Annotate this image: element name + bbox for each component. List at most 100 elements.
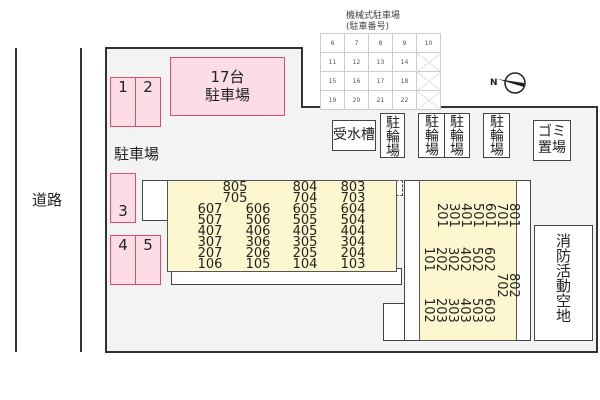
unit-106: 106 xyxy=(197,257,223,272)
unit-702: 702 xyxy=(494,273,509,298)
unit-504: 504 xyxy=(340,213,366,228)
parking-space-3: 3 xyxy=(110,173,136,223)
mech-slot: 12 xyxy=(344,52,369,72)
unit-104: 104 xyxy=(292,257,318,272)
parking-space-4: 4 xyxy=(110,235,136,285)
building-right-left-strip xyxy=(404,180,420,341)
bicycle-label: 駐輪場 xyxy=(448,114,464,156)
unit-607: 607 xyxy=(197,202,223,217)
space-number: 5 xyxy=(143,236,153,254)
garbage-area: ゴミ置場 xyxy=(533,120,571,161)
unit-101: 101 xyxy=(421,247,436,272)
mech-slot: 17 xyxy=(368,71,393,91)
road-edge-left xyxy=(15,48,17,352)
unit-606: 606 xyxy=(245,202,271,217)
mech-slot: 16 xyxy=(344,71,369,91)
parking-space-2: 2 xyxy=(135,77,161,127)
entrance-box xyxy=(142,180,169,221)
mech-slot-unavailable xyxy=(416,71,441,91)
road-edge-right xyxy=(80,48,82,352)
unit-803: 803 xyxy=(340,180,366,195)
unit-704: 704 xyxy=(292,191,318,206)
space-number: 1 xyxy=(118,78,128,96)
mech-slot: 6 xyxy=(320,33,345,53)
bicycle-label: 駐輪場 xyxy=(384,114,400,157)
bicycle-label: 駐輪場 xyxy=(423,114,439,156)
unit-305: 305 xyxy=(292,235,318,250)
garbage-label: ゴミ置場 xyxy=(538,124,566,156)
bicycle-parking-2: 駐輪場 xyxy=(418,113,445,158)
unit-406: 406 xyxy=(245,224,271,239)
mech-slot: 8 xyxy=(368,33,393,53)
bicycle-parking-4: 駐輪場 xyxy=(483,113,510,158)
stair-dots xyxy=(396,180,403,196)
mech-slot: 15 xyxy=(320,71,345,91)
mech-parking-subtitle: (駐車番号) xyxy=(346,22,390,32)
bicycle-parking-1: 駐輪場 xyxy=(380,113,405,158)
mech-slot: 20 xyxy=(344,90,369,110)
bicycle-parking-3: 駐輪場 xyxy=(444,113,470,158)
unit-506: 506 xyxy=(245,213,271,228)
fire-activity-space: 消防活動空地 xyxy=(534,225,593,341)
fire-space-label: 消防活動空地 xyxy=(554,233,572,323)
unit-304: 304 xyxy=(340,235,366,250)
mech-slot: 9 xyxy=(392,33,417,53)
unit-207: 207 xyxy=(197,246,223,261)
unit-804: 804 xyxy=(292,180,318,195)
mech-parking-title: 機械式駐車場 xyxy=(346,11,401,21)
small-structure xyxy=(383,303,405,341)
mech-slot: 22 xyxy=(392,90,417,110)
parking-label: 駐車場 xyxy=(114,145,160,163)
water-tank-label: 受水槽 xyxy=(333,127,375,143)
lot-capacity: 17台 xyxy=(210,68,245,86)
mech-slot: 11 xyxy=(320,52,345,72)
unit-102: 102 xyxy=(421,298,436,323)
parking-space-1: 1 xyxy=(110,77,136,127)
water-tank: 受水槽 xyxy=(332,120,376,151)
building-left xyxy=(167,180,397,272)
unit-805: 805 xyxy=(222,180,248,195)
unit-201: 201 xyxy=(434,203,449,228)
unit-103: 103 xyxy=(340,257,366,272)
unit-105: 105 xyxy=(245,257,271,272)
unit-703: 703 xyxy=(340,191,366,206)
parking-space-5: 5 xyxy=(135,235,161,285)
unit-605: 605 xyxy=(292,202,318,217)
mech-slot: 13 xyxy=(368,52,393,72)
mech-slot: 19 xyxy=(320,90,345,110)
unit-307: 307 xyxy=(197,235,223,250)
unit-705: 705 xyxy=(222,191,248,206)
unit-507: 507 xyxy=(197,213,223,228)
mech-slot: 21 xyxy=(368,90,393,110)
unit-204: 204 xyxy=(340,246,366,261)
bicycle-label: 駐輪場 xyxy=(488,114,504,156)
unit-407: 407 xyxy=(197,224,223,239)
mech-slot: 7 xyxy=(344,33,369,53)
road-label: 道路 xyxy=(32,191,63,209)
space-number: 2 xyxy=(143,78,153,96)
unit-206: 206 xyxy=(245,246,271,261)
building-right xyxy=(419,180,517,341)
mech-slot: 14 xyxy=(392,52,417,72)
mech-slot: 10 xyxy=(416,33,441,53)
parking-lot-17: 17台 駐車場 xyxy=(170,57,285,116)
unit-205: 205 xyxy=(292,246,318,261)
mech-slot-unavailable xyxy=(416,52,441,72)
lot-label: 駐車場 xyxy=(204,86,250,104)
mech-slot: 18 xyxy=(392,71,417,91)
unit-604: 604 xyxy=(340,202,366,217)
north-compass-icon: N xyxy=(490,70,530,96)
unit-505: 505 xyxy=(292,213,318,228)
unit-306: 306 xyxy=(245,235,271,250)
unit-405: 405 xyxy=(292,224,318,239)
compass-label: N xyxy=(490,78,498,88)
